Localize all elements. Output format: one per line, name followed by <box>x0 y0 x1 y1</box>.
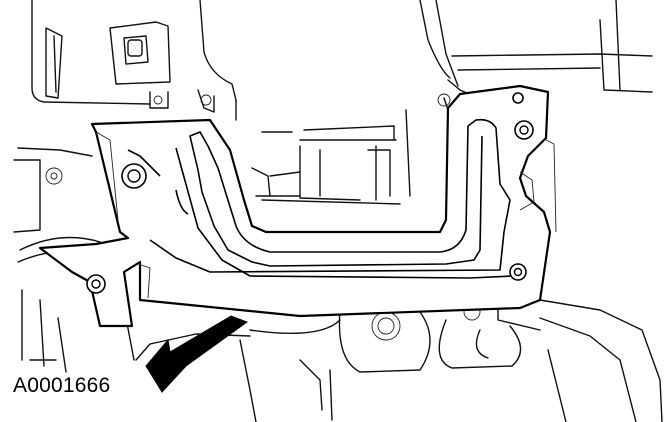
pointer-arrow <box>145 315 249 393</box>
background-structure <box>13 0 663 422</box>
figure-id-caption: A0001666 <box>13 374 111 397</box>
bracket <box>38 84 557 328</box>
nut-top-right-small <box>512 92 524 104</box>
mounting-nuts <box>86 92 534 294</box>
